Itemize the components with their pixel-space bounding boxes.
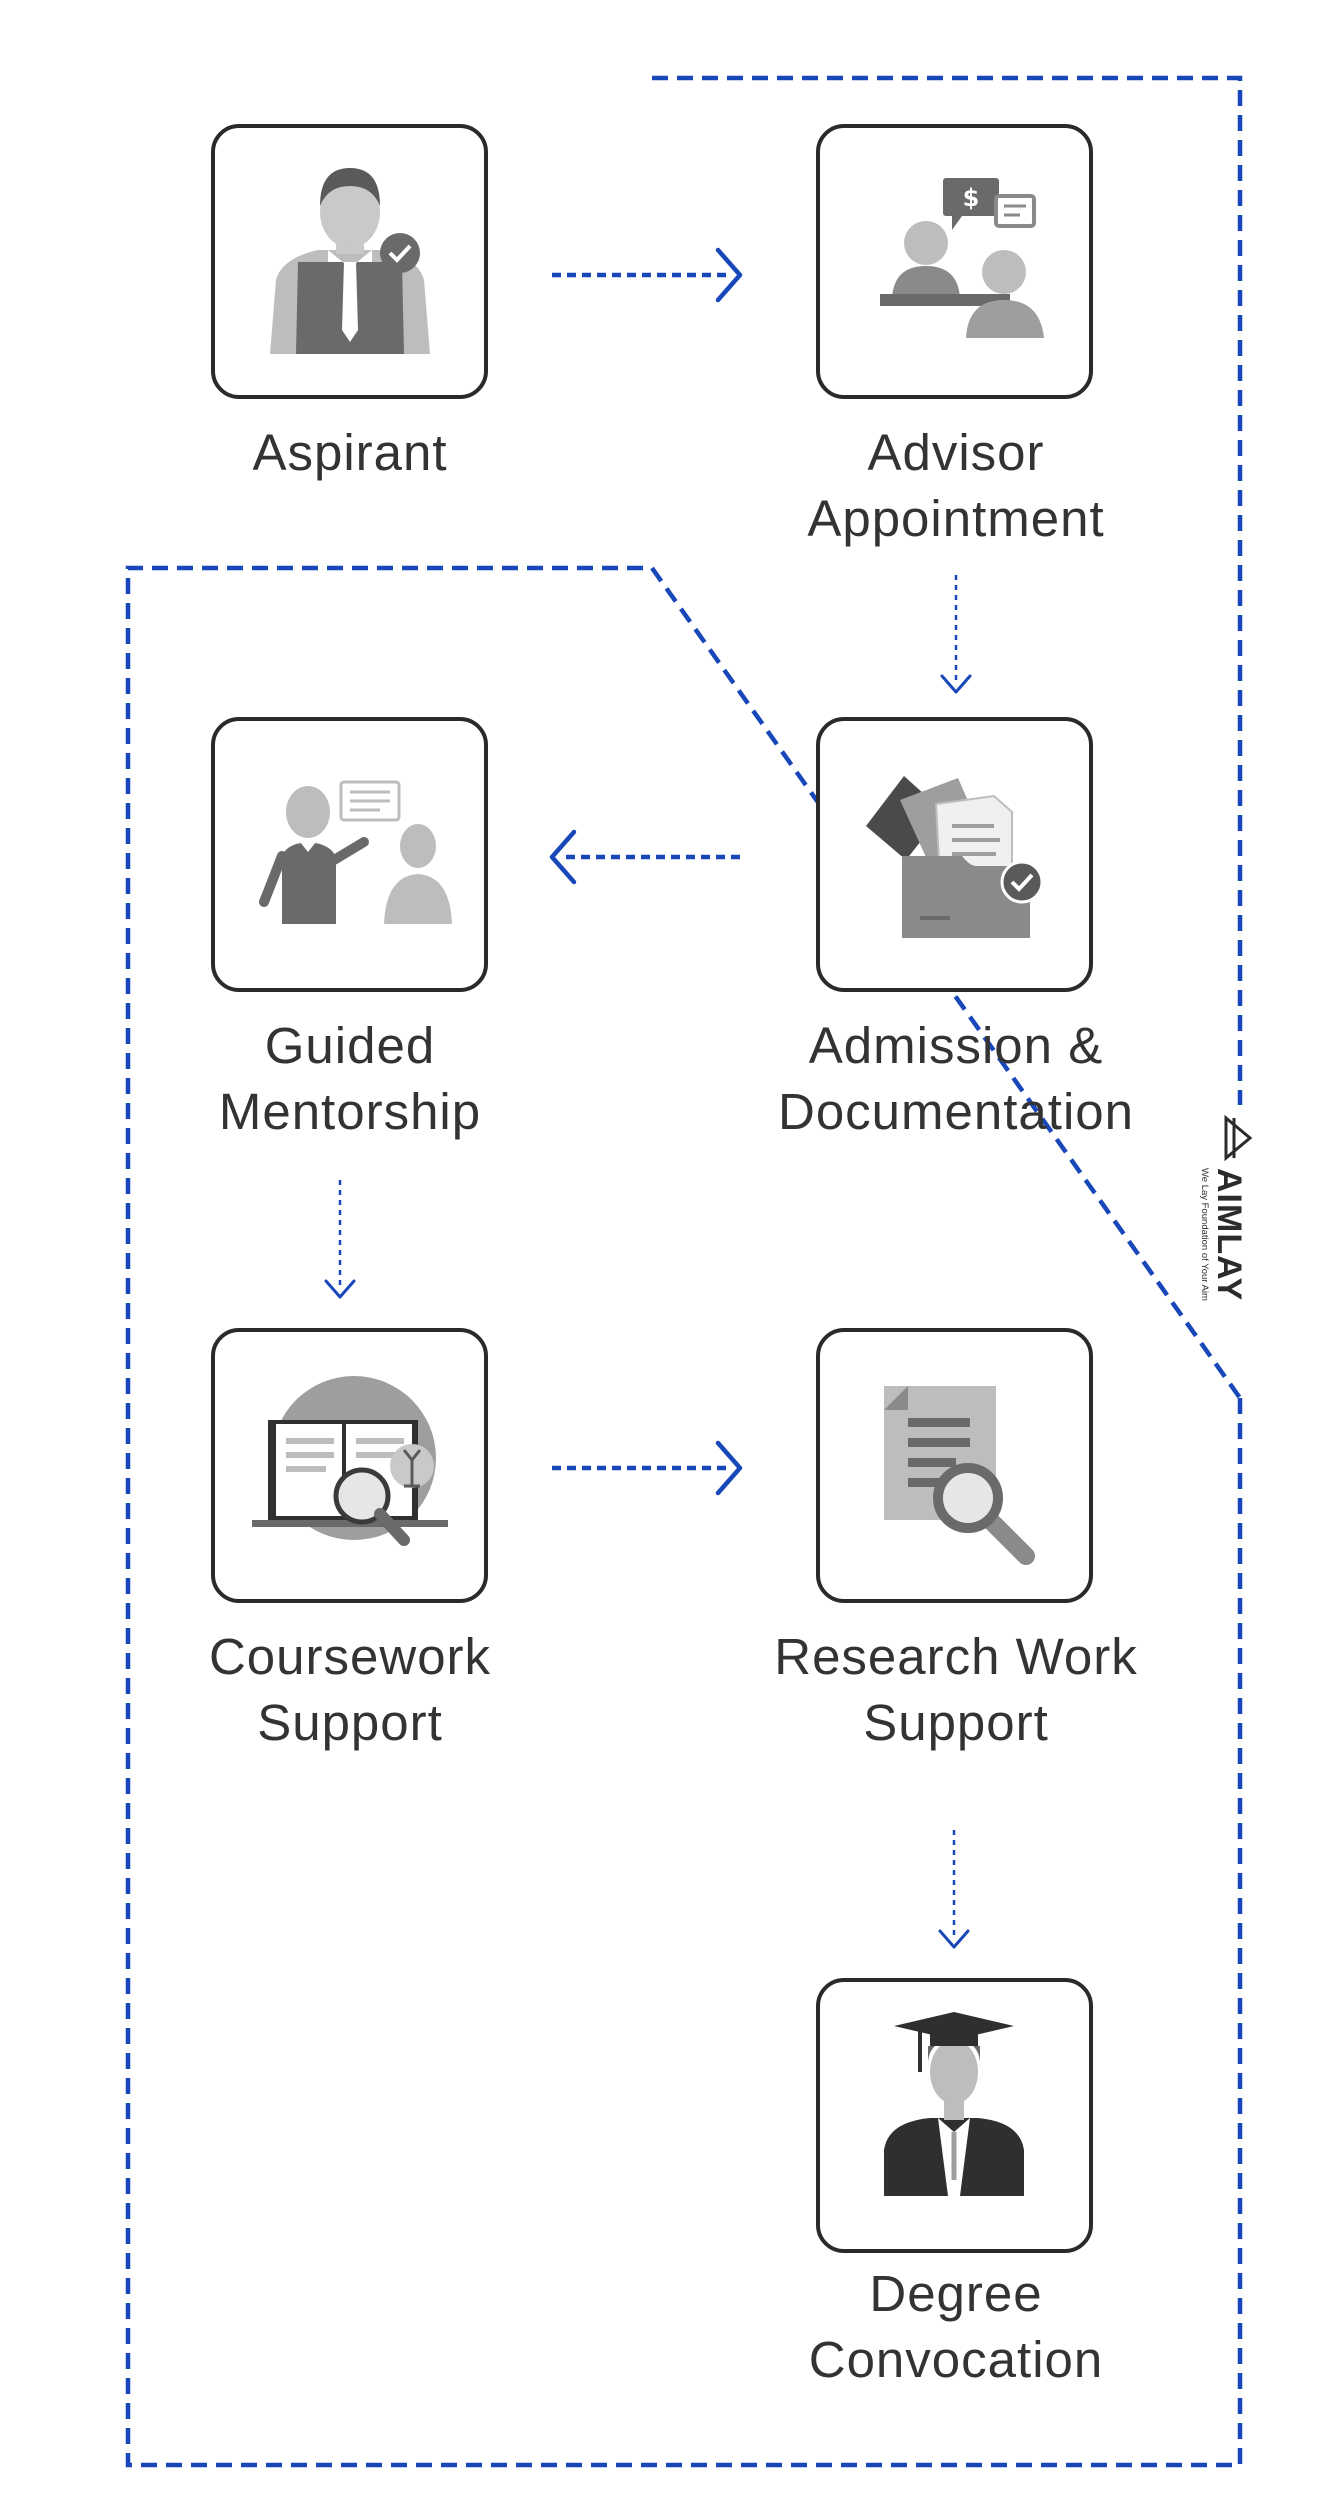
step-label-line: Support [257, 1694, 443, 1751]
connector-aspirant-to-advisor [552, 247, 743, 303]
step-label-line: Aspirant [252, 424, 447, 481]
brand-tagline: We Lay Foundation of Your Aim [1199, 1168, 1210, 1301]
connector-coursework-to-research [552, 1440, 743, 1496]
step-label-line: Admission & [809, 1017, 1103, 1074]
step-box [816, 124, 1093, 399]
step-guided-mentorship: Guided Mentorship [211, 717, 488, 1140]
step-coursework-support: Coursework Support [209, 1328, 491, 1751]
aimlay-logo-icon [1224, 1114, 1253, 1162]
step-label-line: Advisor [867, 424, 1044, 481]
step-label-line: Coursework [209, 1628, 491, 1685]
document-folder-icon [866, 776, 1044, 938]
step-label-line: Convocation [809, 2331, 1104, 2388]
step-admission-documentation: Admission & Documentation [778, 717, 1134, 1140]
step-label-line: Documentation [778, 1083, 1134, 1140]
step-label-line: Research Work [774, 1628, 1138, 1685]
step-advisor-appointment: $ Advisor Appointment [807, 124, 1104, 547]
brand-logo: AIMLAY We Lay Foundation of Your Aim [1199, 1114, 1253, 1301]
connector-admission-to-mentorship [549, 829, 740, 885]
aspirant-icon [270, 168, 430, 354]
connector-advisor-to-admission [940, 575, 972, 694]
dashed-outline-frame [125, 75, 1243, 2468]
step-label-line: Appointment [807, 490, 1104, 547]
step-label-line: Support [863, 1694, 1049, 1751]
brand-name: AIMLAY [1210, 1168, 1248, 1301]
svg-text:$: $ [963, 184, 980, 212]
step-label-line: Guided [265, 1017, 435, 1074]
connector-mentorship-to-coursework [324, 1180, 356, 1299]
graduate-icon [884, 2012, 1024, 2196]
step-degree-convocation: Degree Convocation [809, 1978, 1104, 2388]
step-label-line: Degree [869, 2265, 1042, 2322]
step-label-line: Mentorship [219, 1083, 481, 1140]
document-search-icon [884, 1386, 1035, 1565]
mentor-icon [259, 780, 452, 924]
step-research-work-support: Research Work Support [774, 1328, 1138, 1751]
step-aspirant: Aspirant [211, 124, 488, 481]
advisor-meeting-icon: $ [880, 178, 1044, 338]
connector-research-to-convocation [938, 1830, 970, 1949]
book-search-icon [252, 1376, 448, 1546]
